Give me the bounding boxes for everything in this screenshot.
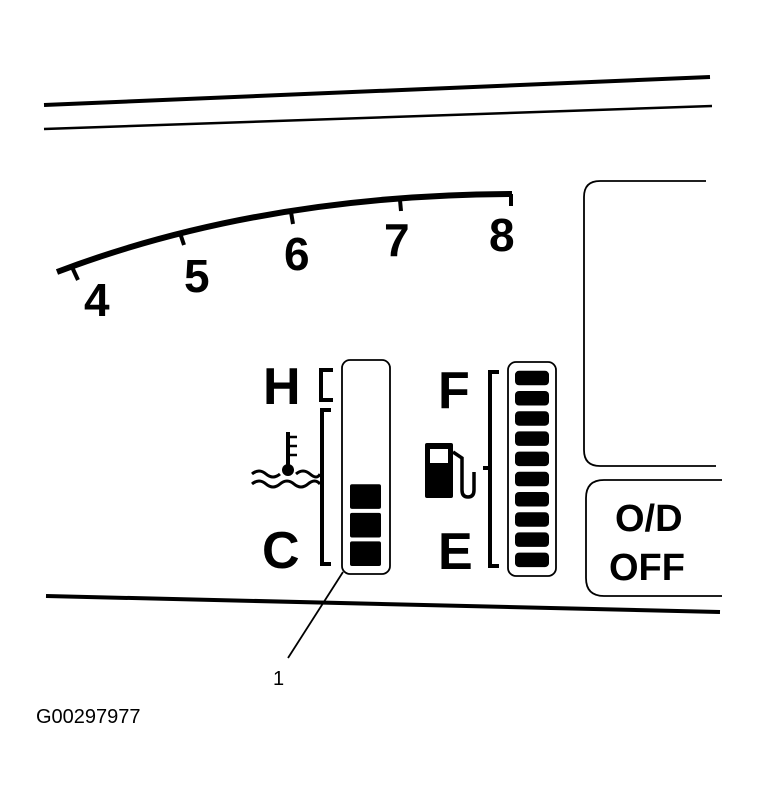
tach-label-7: 7 bbox=[384, 214, 410, 266]
tach-tick-6 bbox=[289, 211, 295, 225]
fuel-segment-panel bbox=[507, 361, 557, 577]
fuel-segment bbox=[515, 552, 549, 568]
od-off-button[interactable]: O/D OFF bbox=[585, 479, 722, 597]
tach-label-5: 5 bbox=[184, 250, 210, 302]
fuel-segment bbox=[515, 492, 549, 507]
fuel-segment bbox=[515, 411, 549, 426]
callout-leader-line bbox=[287, 571, 344, 659]
temp-segment bbox=[350, 541, 381, 566]
fuel-empty-label: E bbox=[438, 523, 473, 581]
fuel-segment bbox=[515, 391, 549, 406]
fuel-gauge: F E bbox=[425, 361, 557, 581]
fuel-segment bbox=[515, 370, 549, 386]
tach-tick-5 bbox=[178, 232, 186, 246]
fuel-segment bbox=[515, 431, 549, 446]
temp-range-bracket bbox=[320, 408, 331, 566]
fuel-segment bbox=[515, 451, 549, 467]
temp-segments bbox=[350, 484, 381, 566]
callout-number: 1 bbox=[273, 668, 284, 690]
figure-id: G00297977 bbox=[36, 706, 141, 728]
fuel-segments bbox=[515, 370, 549, 568]
od-off-button-frame bbox=[585, 479, 722, 597]
fuel-full-label: F bbox=[438, 362, 470, 420]
temp-hot-label: H bbox=[263, 358, 301, 416]
od-off-line1: O/D bbox=[615, 498, 683, 540]
coolant-temperature-icon bbox=[251, 432, 322, 489]
dash-bottom-line bbox=[45, 594, 721, 614]
fuel-segment bbox=[515, 471, 549, 487]
tach-tick-7 bbox=[398, 199, 403, 212]
tach-label-4: 4 bbox=[84, 274, 110, 326]
temperature-gauge: H C bbox=[251, 358, 391, 580]
fuel-segment bbox=[515, 512, 549, 527]
tach-label-8: 8 bbox=[489, 209, 515, 261]
dash-top-line-2 bbox=[43, 104, 713, 131]
tachometer-arc bbox=[55, 191, 513, 275]
tachometer: 4 5 6 7 8 bbox=[55, 191, 515, 326]
dash-top-line-1 bbox=[43, 75, 711, 107]
od-off-line2: OFF bbox=[609, 547, 685, 589]
temp-segment-panel bbox=[341, 359, 391, 575]
fuel-range-bracket bbox=[488, 370, 499, 568]
temp-segment bbox=[350, 484, 381, 509]
temp-segment bbox=[350, 512, 381, 538]
temp-hot-bracket bbox=[319, 368, 333, 402]
fuel-segment bbox=[515, 532, 549, 547]
temp-cold-label: C bbox=[262, 522, 300, 580]
tach-label-6: 6 bbox=[284, 228, 310, 280]
fuel-pump-icon bbox=[425, 443, 476, 499]
tach-tick-4 bbox=[70, 266, 80, 281]
display-panel bbox=[583, 180, 716, 467]
